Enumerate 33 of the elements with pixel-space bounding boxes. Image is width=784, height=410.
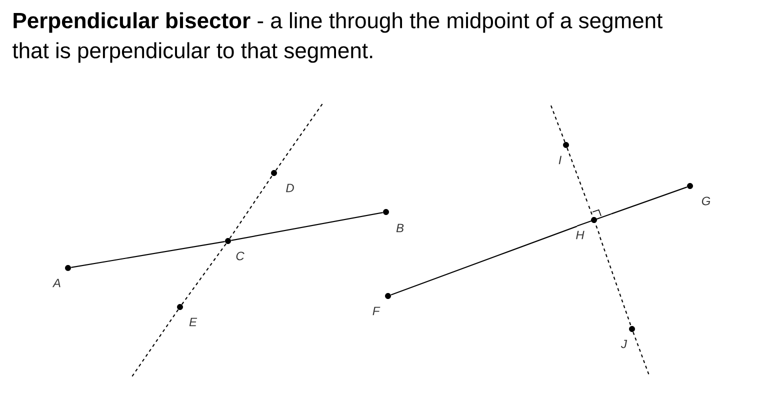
- node-label: F: [372, 306, 380, 316]
- dashed-line: [550, 102, 566, 142]
- node-label: H: [576, 230, 584, 240]
- point: H: [576, 202, 612, 240]
- dashed-line: [599, 237, 632, 326]
- node-label: E: [189, 318, 198, 326]
- point: F: [372, 293, 391, 316]
- node-label: B: [396, 224, 404, 232]
- point: G: [687, 183, 710, 206]
- dashed-line: [632, 332, 650, 376]
- point: I: [558, 142, 569, 164]
- dashed-line: [229, 175, 273, 239]
- point: E: [177, 304, 198, 326]
- line-segment: [390, 226, 578, 296]
- line-segment: [231, 212, 383, 241]
- point: J: [620, 326, 635, 348]
- node-label: G: [702, 196, 710, 206]
- point: C: [225, 238, 244, 260]
- point: D: [271, 170, 294, 192]
- line-segment: [610, 186, 688, 214]
- node-label: I: [558, 156, 562, 164]
- dashed-line: [181, 243, 227, 305]
- point: B: [383, 209, 404, 232]
- dashed-line: [130, 309, 179, 378]
- node-label: D: [286, 184, 294, 192]
- node-label: C: [236, 252, 244, 260]
- definition-text: Perpendicular bisector - a line through the midpoint of a segment that is perpendicular to that segment.: [12, 12, 662, 63]
- point: A: [52, 265, 71, 288]
- dashed-line: [275, 102, 324, 171]
- line-segment: [71, 241, 225, 268]
- node-label: J: [620, 340, 628, 348]
- dashed-line: [566, 148, 588, 204]
- node-label: A: [52, 278, 60, 288]
